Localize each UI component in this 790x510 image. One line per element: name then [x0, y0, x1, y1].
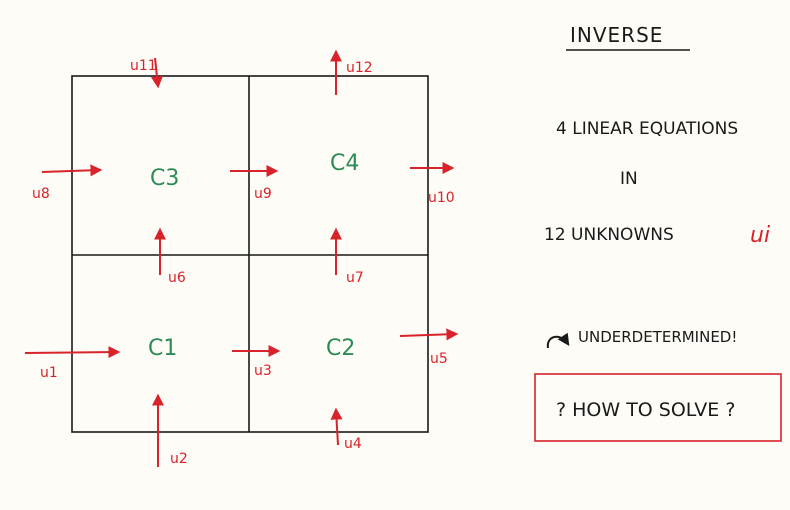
flow-label-u9: u9	[254, 186, 272, 202]
cell-labels: C3 C4 C1 C2	[148, 151, 359, 361]
flow-label-u2: u2	[170, 451, 188, 467]
flow-label-u4: u4	[344, 436, 362, 452]
question-box	[534, 373, 782, 442]
notes-question: ? HOW TO SOLVE ?	[556, 399, 735, 421]
flow-labels: u11 u12 u8 u9 u10 u6 u7 u1 u3 u5 u2 u4	[32, 58, 455, 467]
notes-line-equations: 4 LINEAR EQUATIONS	[556, 119, 738, 139]
flow-label-u12: u12	[346, 60, 373, 76]
flow-label-u7: u7	[346, 270, 364, 286]
flow-label-u11: u11	[130, 58, 157, 74]
cell-label-c3: C3	[150, 166, 179, 191]
cell-label-c2: C2	[326, 336, 355, 361]
cell-label-c1: C1	[148, 336, 177, 361]
flow-label-u6: u6	[168, 270, 186, 286]
cell-label-c4: C4	[330, 151, 359, 176]
flow-arrows	[24, 49, 459, 467]
notes-line-in: IN	[620, 169, 638, 189]
implies-arrow-icon	[546, 332, 570, 349]
flow-label-u8: u8	[32, 186, 50, 202]
arrow-u8	[41, 164, 103, 177]
flow-label-u3: u3	[254, 363, 272, 379]
arrow-u5	[399, 328, 459, 341]
notes-underdetermined: UNDERDETERMINED!	[578, 328, 737, 346]
arrow-u4	[330, 407, 343, 446]
arrow-u11	[151, 57, 163, 89]
notes-unknown-variable: ui	[750, 223, 770, 248]
flow-label-u5: u5	[430, 351, 448, 367]
arrow-u1	[24, 346, 121, 359]
notes-title: INVERSE	[570, 23, 663, 47]
notes: INVERSE 4 LINEAR EQUATIONS IN 12 UNKNOWN…	[534, 23, 782, 442]
grid-outline	[71, 75, 429, 433]
flow-label-u1: u1	[40, 365, 58, 381]
notes-line-unknowns: 12 UNKNOWNS	[544, 225, 674, 245]
flow-label-u10: u10	[428, 190, 455, 206]
grid	[71, 75, 429, 433]
